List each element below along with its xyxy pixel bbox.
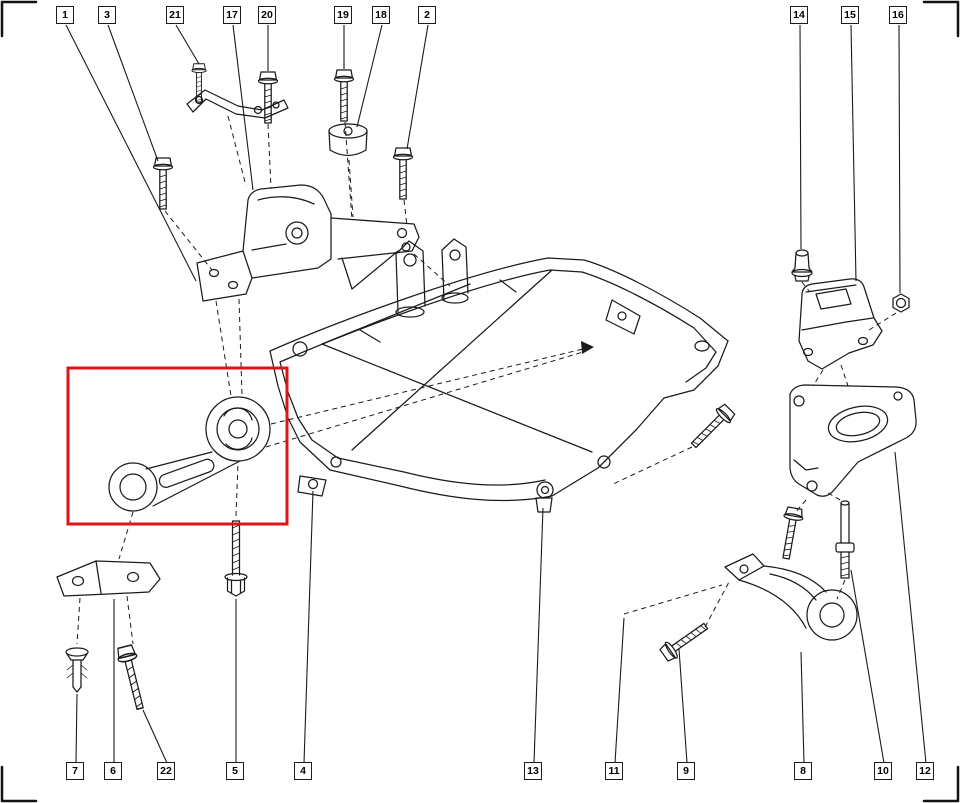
bolt-5 xyxy=(224,520,248,597)
leader-10 xyxy=(850,569,885,764)
axis-arrowhead xyxy=(581,341,594,354)
nut-16 xyxy=(892,293,910,313)
leader-2 xyxy=(406,24,429,150)
bushing-14 xyxy=(791,249,813,282)
leader-21 xyxy=(175,24,200,65)
bolt-20 xyxy=(257,71,279,124)
highlight-box xyxy=(66,366,289,526)
leader-4 xyxy=(303,490,314,764)
leader-16 xyxy=(898,24,901,294)
leader-14 xyxy=(799,24,802,250)
strap-bracket xyxy=(186,89,289,119)
leader-11 xyxy=(614,617,625,764)
bolt-2 xyxy=(392,147,414,200)
leader-9 xyxy=(678,648,688,764)
bolt-19 xyxy=(333,69,355,122)
engine-mount-bracket xyxy=(196,184,420,302)
leader-22 xyxy=(142,709,168,764)
subframe xyxy=(269,238,729,513)
leader-8 xyxy=(800,651,805,764)
bolt-3 xyxy=(152,157,174,210)
leader-13 xyxy=(533,507,544,764)
torque-rod xyxy=(108,396,271,512)
leader-3 xyxy=(107,24,159,162)
leader-17 xyxy=(232,24,254,191)
engine-mount-right xyxy=(798,278,883,370)
rubber-damper-18 xyxy=(328,123,368,157)
screw-22 xyxy=(114,643,151,712)
leader-15 xyxy=(850,24,857,282)
leader-18 xyxy=(356,24,383,128)
bolt-lower-mount xyxy=(776,505,805,561)
leader-1 xyxy=(65,24,197,282)
lower-torque-arm xyxy=(724,553,858,641)
highlight-layer xyxy=(66,366,289,526)
leader-lines xyxy=(65,24,927,764)
leader-7 xyxy=(75,693,78,764)
stud-10 xyxy=(835,500,855,579)
leader-12 xyxy=(894,451,927,764)
bolt-rear-mount xyxy=(686,401,738,453)
assembly-axes xyxy=(76,115,897,645)
mount-bracket-plate xyxy=(56,560,161,597)
clip-7 xyxy=(65,647,89,693)
support-bracket-arm xyxy=(789,384,917,497)
bolt-9 xyxy=(657,617,712,664)
